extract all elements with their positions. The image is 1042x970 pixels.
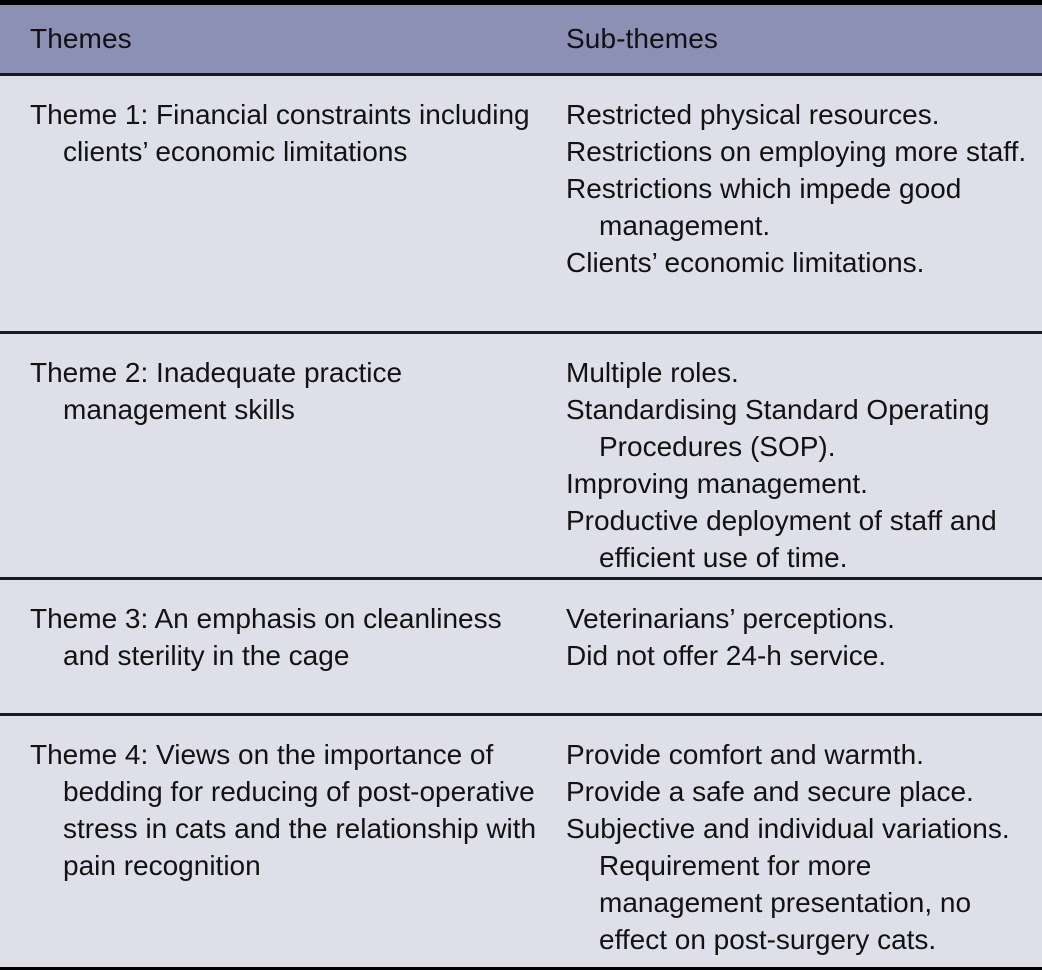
subthemes-cell: Veterinarians’ perceptions. Did not offe… (553, 580, 1042, 694)
column-header-subthemes: Sub-themes (566, 23, 718, 54)
theme-text: Theme 3: An emphasis on cleanliness and … (30, 603, 502, 671)
theme-text: Theme 1: Financial constraints including… (30, 99, 530, 167)
subtheme-item: Did not offer 24-h service. (566, 640, 887, 671)
theme-cell: Theme 4: Views on the importance of bedd… (0, 716, 553, 904)
table-row: Theme 2: Inadequate practice management … (0, 334, 1042, 577)
subtheme-item: Provide a safe and secure place. (566, 776, 974, 807)
column-header-themes: Themes (30, 23, 132, 54)
subthemes-cell: Provide comfort and warmth. Provide a sa… (553, 716, 1042, 970)
subthemes-cell: Restricted physical resources. Restricti… (553, 76, 1042, 301)
table-row: Theme 3: An emphasis on cleanliness and … (0, 580, 1042, 713)
subtheme-item: Veterinarians’ perceptions. (566, 603, 895, 634)
subtheme-item: Standardising Standard Operating Procedu… (566, 394, 990, 462)
table-bottom-rule (0, 967, 1042, 970)
subtheme-item: Multiple roles. (566, 357, 739, 388)
subtheme-item: Restricted physical resources. (566, 99, 940, 130)
row-divider-rule (0, 713, 1042, 716)
table-top-rule (0, 0, 1042, 5)
table-row: Theme 1: Financial constraints including… (0, 76, 1042, 331)
subtheme-item: Restrictions which impede good managemen… (566, 173, 962, 241)
theme-cell: Theme 1: Financial constraints including… (0, 76, 553, 190)
header-bottom-rule (0, 73, 1042, 76)
subtheme-item: Improving management. (566, 468, 868, 499)
table-header-row: Themes Sub-themes (0, 5, 1042, 73)
subthemes-cell: Multiple roles. Standardising Standard O… (553, 334, 1042, 596)
row-divider-rule (0, 331, 1042, 334)
theme-cell: Theme 2: Inadequate practice management … (0, 334, 553, 448)
table-row: Theme 4: Views on the importance of bedd… (0, 716, 1042, 967)
subtheme-item: Productive deployment of staff and effic… (566, 505, 997, 573)
row-divider-rule (0, 577, 1042, 580)
theme-cell: Theme 3: An emphasis on cleanliness and … (0, 580, 553, 694)
subtheme-item: Restrictions on employing more staff. (566, 136, 1027, 167)
theme-text: Theme 4: Views on the importance of bedd… (30, 739, 537, 881)
subtheme-item: Provide comfort and warmth. (566, 739, 924, 770)
subtheme-item: Clients’ economic limitations. (566, 247, 925, 278)
theme-text: Theme 2: Inadequate practice management … (30, 357, 403, 425)
subtheme-item: Subjective and individual variations. Re… (566, 813, 1010, 955)
